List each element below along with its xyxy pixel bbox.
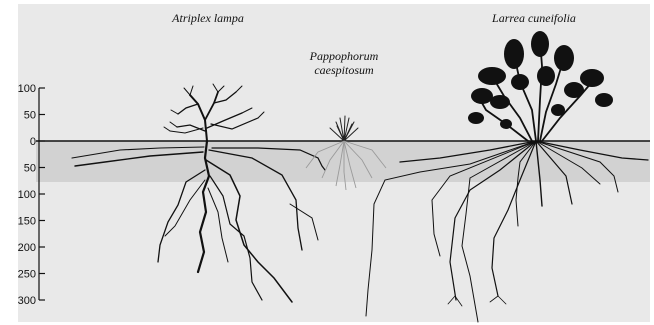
axis-tick-label: 100 xyxy=(18,83,36,95)
label-larrea-cuneifolia: Larrea cuneifolia xyxy=(491,11,576,25)
axis-tick-label: 50 xyxy=(24,163,36,175)
axis-tick-label: 150 xyxy=(18,216,36,228)
axis-tick-label: 300 xyxy=(18,295,36,307)
axis-tick-label: 0 xyxy=(30,136,36,148)
axis-tick-label: 250 xyxy=(18,269,36,281)
axis-tick-label: 200 xyxy=(18,242,36,254)
axis-tick-label: 50 xyxy=(24,110,36,122)
label-atriplex-lampa: Atriplex lampa xyxy=(171,11,244,25)
label-pappophorum-line1: Pappophorum xyxy=(309,49,379,63)
label-pappophorum-line2: caespitosum xyxy=(314,63,374,77)
axis-tick-label: 100 xyxy=(18,189,36,201)
